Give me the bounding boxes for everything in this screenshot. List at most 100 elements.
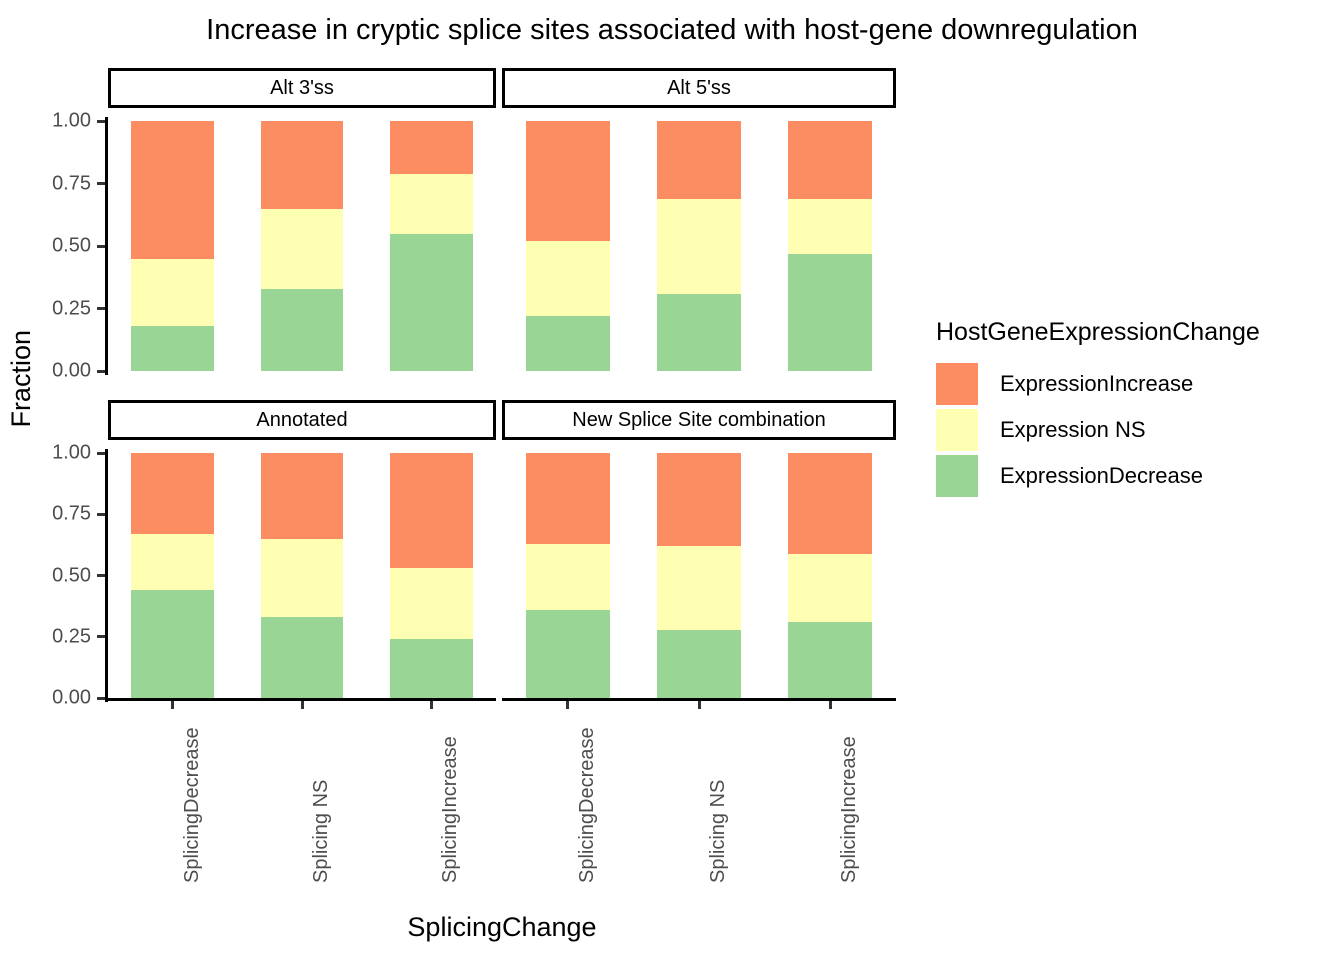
bar-segment (389, 233, 473, 372)
x-tick-mark (697, 701, 701, 710)
y-tick-label: 0.50 (52, 564, 91, 587)
y-tick-mark (97, 696, 105, 700)
bar-segment (525, 543, 610, 611)
stacked-bar (389, 121, 473, 372)
bar-segment (389, 639, 473, 699)
stacked-bar (525, 121, 610, 372)
legend-title: HostGeneExpressionChange (936, 318, 1260, 346)
x-tick-label: SplicingDecrease (180, 727, 203, 884)
legend-item[interactable]: ExpressionIncrease (936, 361, 1336, 407)
y-tick-label: 1.00 (52, 109, 91, 132)
legend: HostGeneExpressionChange ExpressionIncre… (936, 318, 1336, 499)
stacked-bar (389, 453, 473, 699)
stacked-bar (788, 121, 873, 372)
bar-segment (131, 258, 215, 327)
x-tick-label: SplicingIncrease (838, 736, 861, 884)
stacked-bar (788, 453, 873, 699)
legend-label: Expression NS (1000, 417, 1146, 442)
y-tick-mark (97, 574, 105, 578)
y-tick-mark (97, 119, 105, 123)
bar-segment (788, 198, 873, 254)
legend-item[interactable]: ExpressionDecrease (936, 453, 1336, 499)
axis-spine-bottom (502, 698, 896, 702)
stacked-bar (131, 121, 215, 372)
facet-strip-label: Annotated (108, 400, 496, 440)
y-tick-label: 0.00 (52, 686, 91, 709)
facet-panel (502, 111, 896, 375)
facet-strip-label: New Splice Site combination (502, 400, 896, 440)
stacked-bar (260, 121, 344, 372)
bar-segment (788, 622, 873, 699)
bar-segment (788, 553, 873, 623)
legend-swatch (936, 409, 978, 451)
page-title: Increase in cryptic splice sites associa… (206, 14, 1138, 46)
x-tick-mark (300, 701, 304, 710)
legend-item[interactable]: Expression NS (936, 407, 1336, 453)
bar-segment (389, 453, 473, 569)
legend-swatch (936, 363, 978, 405)
stacked-bar (525, 453, 610, 699)
stacked-bar (260, 453, 344, 699)
bar-segment (656, 293, 742, 372)
legend-label: ExpressionIncrease (1000, 371, 1194, 396)
x-tick-mark (429, 701, 433, 710)
legend-label: ExpressionDecrease (1000, 463, 1203, 488)
bar-segment (525, 453, 610, 544)
y-tick-mark (97, 451, 105, 455)
legend-swatch (936, 455, 978, 497)
y-tick-mark (97, 369, 105, 373)
axis-spine-left (105, 117, 108, 376)
bar-segment (131, 326, 215, 372)
stacked-bar (656, 121, 742, 372)
x-tick-label: Splicing NS (707, 779, 729, 884)
facet-panel (108, 443, 496, 707)
x-tick-mark (828, 701, 832, 710)
bar-segment (260, 288, 344, 372)
y-tick-mark (97, 512, 105, 516)
bar-segment (788, 253, 873, 372)
bar-segment (260, 208, 344, 289)
x-tick-label: SplicingDecrease (575, 727, 598, 884)
facet-panel (108, 111, 496, 375)
bar-segment (525, 316, 610, 372)
bar-segment (788, 121, 873, 199)
y-tick-label: 0.75 (52, 172, 91, 195)
bar-segment (131, 121, 215, 259)
facet-strip-label: Alt 3'ss (108, 68, 496, 108)
bar-segment (788, 453, 873, 554)
y-tick-mark (97, 635, 105, 639)
bar-segment (656, 629, 742, 699)
x-tick-mark (171, 701, 175, 710)
bar-segment (260, 121, 344, 209)
axis-spine-bottom (108, 698, 496, 702)
stacked-bar (656, 453, 742, 699)
bar-segment (389, 568, 473, 640)
bar-segment (260, 453, 344, 539)
bar-segment (525, 241, 610, 317)
bar-segment (389, 121, 473, 174)
bar-segment (656, 121, 742, 199)
y-tick-label: 0.00 (52, 359, 91, 382)
bar-segment (260, 538, 344, 618)
bar-segment (389, 173, 473, 234)
stacked-bar (131, 453, 215, 699)
x-axis-title: SplicingChange (407, 912, 597, 942)
y-tick-mark (97, 244, 105, 248)
bar-segment (656, 198, 742, 294)
y-tick-mark (97, 307, 105, 311)
bar-segment (131, 590, 215, 699)
x-tick-label: SplicingIncrease (439, 736, 462, 884)
y-tick-label: 0.25 (52, 297, 91, 320)
bar-segment (525, 121, 610, 242)
bar-segment (656, 453, 742, 547)
y-tick-mark (97, 182, 105, 186)
x-tick-label: Splicing NS (310, 779, 332, 884)
axis-spine-left (105, 449, 108, 703)
bar-segment (656, 546, 742, 630)
facet-strip-label: Alt 5'ss (502, 68, 896, 108)
y-tick-label: 0.25 (52, 625, 91, 648)
bar-segment (260, 617, 344, 699)
y-tick-label: 1.00 (52, 441, 91, 464)
